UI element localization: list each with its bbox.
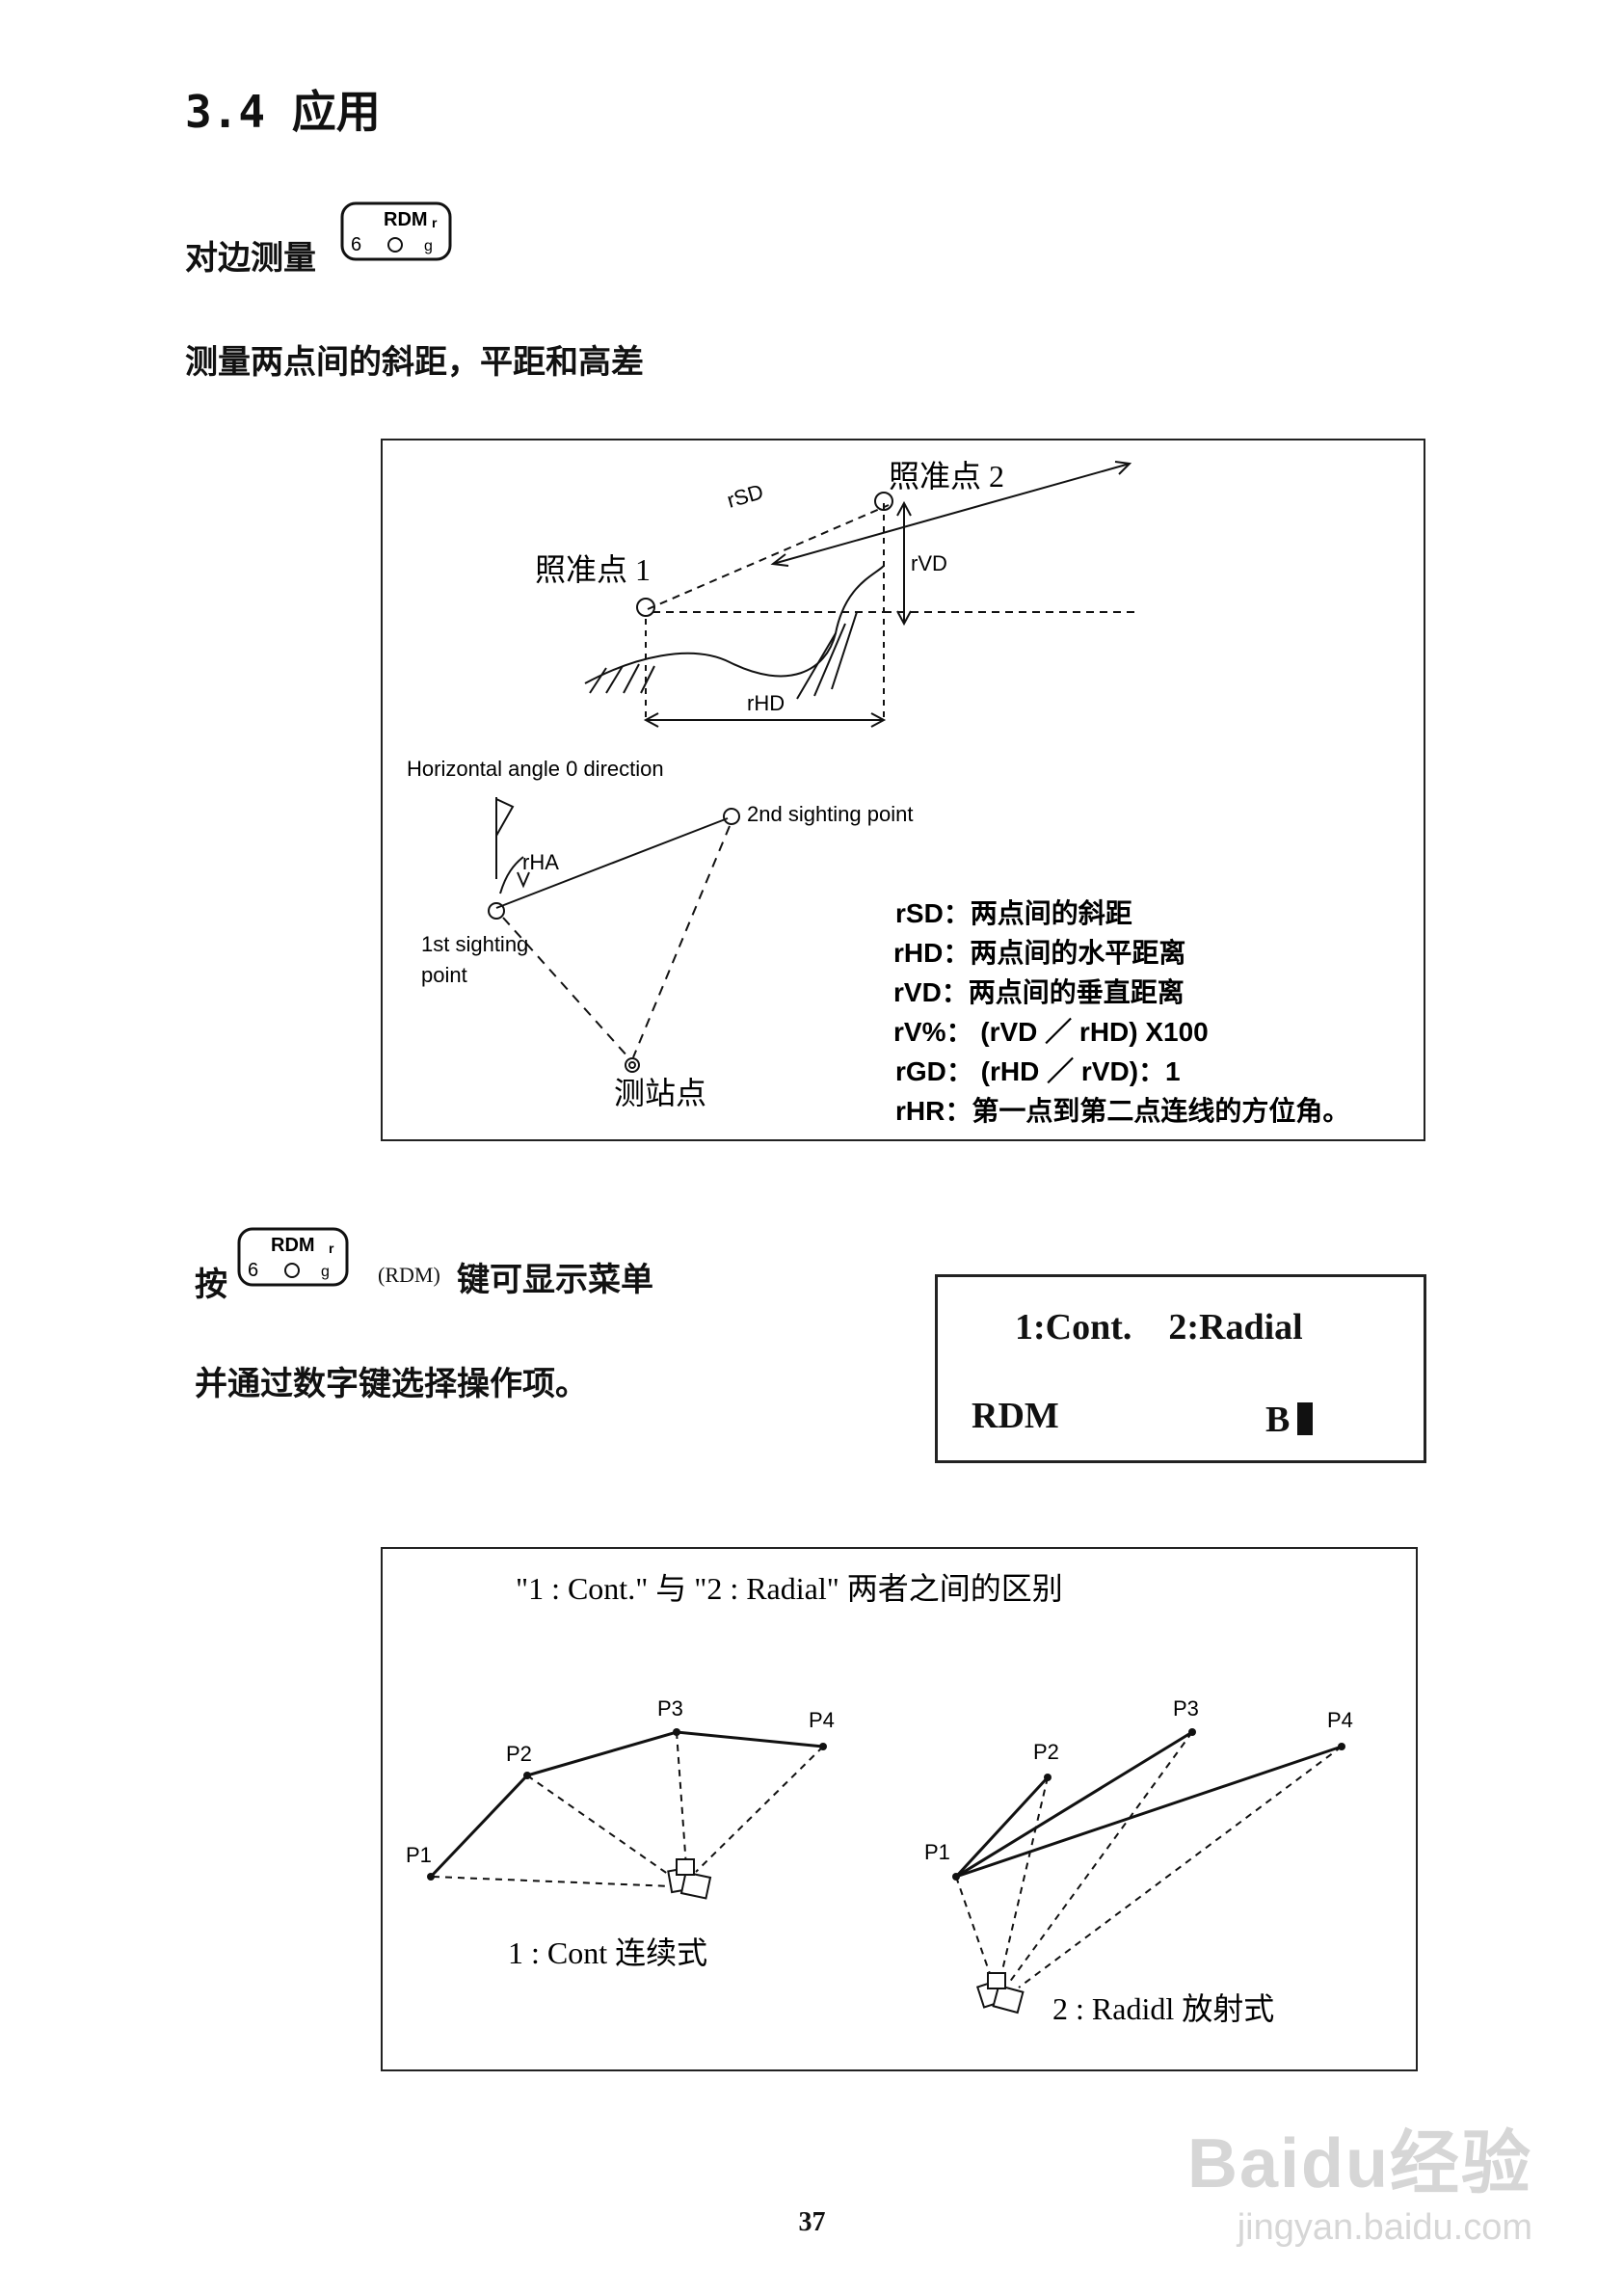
section-number: 3.4 <box>185 86 266 138</box>
rdm-diagram: 照准点 2 照准点 1 rSD rVD rHD Horizontal angle… <box>381 439 1425 1141</box>
second-sighting-point <box>723 808 740 825</box>
cont-radial-svg: "1 : Cont." 与 "2 : Radial" 两者之间的区别 P1 P2… <box>406 1571 1353 2026</box>
key-label: RDM <box>384 209 428 230</box>
cont-caption: 1 : Cont 连续式 <box>508 1935 707 1970</box>
key-sup: r <box>329 1241 334 1256</box>
sighting-point-1 <box>636 598 655 617</box>
lcd-battery-label: B <box>1265 1400 1291 1440</box>
key-sup: r <box>432 215 438 230</box>
label-rsd: rSD <box>724 479 765 512</box>
label-rvd: rVD <box>911 551 947 575</box>
label-2nd-point: 2nd sighting point <box>747 802 913 826</box>
sighting-point-2 <box>874 492 893 511</box>
legend-rhd: rHD：两点间的水平距离 <box>893 937 1185 968</box>
section-name: 应用 <box>291 86 381 138</box>
label-station: 测站点 <box>614 1076 706 1110</box>
radial-p2: P2 <box>1033 1740 1059 1764</box>
section-title: 3.4 应用 <box>185 77 381 141</box>
flag-icon <box>495 797 515 879</box>
cont-p4: P4 <box>809 1708 835 1732</box>
watermark-brand: Baidu经验 <box>1186 2125 1532 2202</box>
station-point <box>625 1057 640 1073</box>
label-point-1: 照准点 1 <box>535 552 651 587</box>
radial-p3: P3 <box>1173 1696 1199 1721</box>
label-1st-point-b: point <box>421 963 467 987</box>
rdm-heading: 对边测量 <box>185 239 316 278</box>
rsd-arrow <box>772 463 1131 565</box>
page-number: 37 <box>798 2207 826 2237</box>
lcd-battery: B <box>1265 1399 1314 1441</box>
cont-p2: P2 <box>506 1742 532 1766</box>
instrument-icon-cont <box>667 1858 712 1900</box>
label-point-2: 照准点 2 <box>889 459 1004 494</box>
rdm-key-icon: RDM r 6 g <box>340 201 452 261</box>
press-key-hint: (RDM) <box>378 1263 440 1287</box>
radial-lines <box>954 1730 1343 1879</box>
legend-rv-percent: rV%： (rVD ／ rHD) X100 <box>893 1017 1209 1047</box>
press-prefix: 按 <box>195 1266 227 1304</box>
watermark: Baidu经验 jingyan.baidu.com <box>1187 2106 1532 2249</box>
key-left: 6 <box>351 234 361 255</box>
press-suffix: 键可显示菜单 <box>457 1261 653 1299</box>
lcd-mode-label: RDM <box>972 1396 1059 1436</box>
label-1st-point-a: 1st sighting <box>421 932 528 956</box>
watermark-url: jingyan.baidu.com <box>1237 2207 1532 2248</box>
radial-p1: P1 <box>924 1840 950 1864</box>
press-line2: 并通过数字键选择操作项。 <box>195 1365 588 1403</box>
key-label: RDM <box>271 1235 315 1256</box>
key-left: 6 <box>248 1260 258 1281</box>
label-rha: rHA <box>522 850 559 874</box>
line-1-to-2 <box>495 817 729 909</box>
first-sighting-point <box>488 902 505 920</box>
key-right: g <box>321 1264 330 1280</box>
diagram2-title: "1 : Cont." 与 "2 : Radial" 两者之间的区别 <box>516 1571 1063 1606</box>
legend-rgd: rGD： (rHD ／ rVD)：1 <box>895 1056 1181 1086</box>
instrument-icon-radial <box>975 1972 1025 2015</box>
label-rhd: rHD <box>747 691 785 715</box>
legend-rsd: rSD：两点间的斜距 <box>895 897 1132 928</box>
radial-caption: 2 : Radidl 放射式 <box>1052 1991 1274 2026</box>
key-right: g <box>424 238 433 254</box>
lcd-menu-row: 1:Cont. 2:Radial <box>1015 1307 1303 1348</box>
lcd-display: 1:Cont. 2:Radial RDM B <box>935 1274 1426 1463</box>
legend-rhr: rHR：第一点到第二点连线的方位角。 <box>895 1095 1349 1126</box>
legend: rSD：两点间的斜距 rHD：两点间的水平距离 rVD：两点间的垂直距离 rV%… <box>893 897 1349 1126</box>
cont-p1: P1 <box>406 1843 432 1867</box>
description: 测量两点间的斜距，平距和高差 <box>185 343 644 382</box>
cont-polyline <box>429 1730 824 1879</box>
legend-rvd: rVD：两点间的垂直距离 <box>893 976 1185 1007</box>
cont-radial-diagram: "1 : Cont." 与 "2 : Radial" 两者之间的区别 P1 P2… <box>381 1547 1418 2071</box>
label-h0-direction: Horizontal angle 0 direction <box>407 757 664 781</box>
cont-p3: P3 <box>657 1696 683 1721</box>
lcd-cursor <box>1297 1402 1314 1435</box>
radial-p4: P4 <box>1327 1708 1353 1732</box>
rdm-diagram-svg: 照准点 2 照准点 1 rSD rVD rHD Horizontal angle… <box>407 459 1349 1126</box>
rdm-key-icon-2: RDM r 6 g <box>237 1227 349 1287</box>
